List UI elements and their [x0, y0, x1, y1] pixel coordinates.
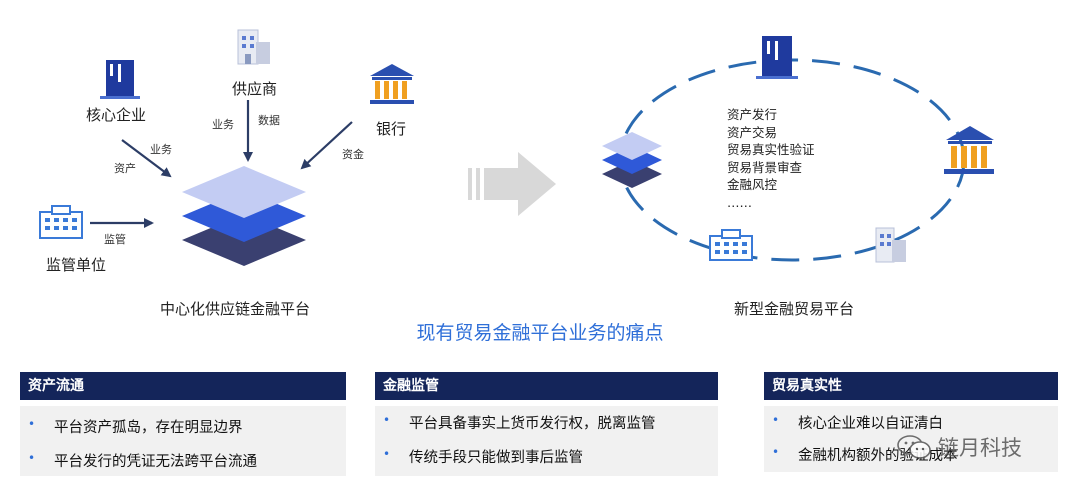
transition-arrow-icon	[468, 152, 556, 216]
panel-header-trade-authenticity: 贸易真实性	[764, 372, 1058, 400]
flow-label-business-supplier: 业务	[212, 118, 234, 131]
flow-label-business-core: 业务	[150, 143, 172, 156]
core-enterprise-building-icon	[100, 60, 140, 99]
wechat-icon	[897, 435, 931, 459]
right-diagram	[602, 36, 994, 263]
function-item: 资产发行	[727, 107, 778, 122]
watermark: 链月科技	[896, 430, 1046, 462]
arrow-core-to-platform	[121, 139, 172, 178]
flow-label-data-supplier: 数据	[258, 114, 280, 127]
function-item: 资产交易	[727, 124, 778, 140]
panel-body-trade-authenticity: •核心企业难以自证清白 •金融机构额外的验证成本	[764, 406, 1058, 472]
flow-label-supervision: 监管	[104, 233, 126, 246]
flow-label-assets-core: 资产	[114, 162, 136, 175]
ring-bank-icon	[944, 126, 994, 174]
flow-label-funds-bank: 资金	[342, 148, 364, 161]
function-item: ……	[727, 194, 752, 210]
right-platform-label: 新型金融贸易平台	[734, 300, 855, 318]
function-item: 金融风控	[727, 177, 778, 192]
platform-function-list: 资产发行 资产交易 贸易真实性验证 贸易背景审查 金融风控 ……	[727, 106, 815, 211]
function-item: 贸易真实性验证	[727, 142, 815, 157]
node-bank: 银行	[376, 120, 407, 138]
supplier-building-icon	[237, 29, 270, 65]
panel-header-financial-regulation: 金融监管	[375, 372, 718, 400]
ring-building-icon	[756, 36, 798, 79]
regulator-building-icon	[39, 205, 83, 239]
node-supplier: 供应商	[232, 80, 278, 98]
ring-supplier-building-icon	[875, 227, 906, 263]
panel-body-asset-circulation: •平台资产孤岛，存在明显边界 •平台发行的凭证无法跨平台流通	[20, 406, 346, 476]
platform-stack-icon	[182, 166, 306, 266]
node-core-enterprise: 核心企业	[86, 106, 147, 124]
arrow-bank-to-platform	[300, 121, 353, 170]
node-regulator: 监管单位	[46, 256, 107, 274]
bank-icon	[370, 64, 414, 104]
section-title: 现有贸易金融平台业务的痛点	[416, 322, 664, 344]
left-diagram	[39, 29, 414, 266]
panel-header-asset-circulation: 资产流通	[20, 372, 346, 400]
small-platform-stack-icon	[602, 132, 662, 188]
ring-regulator-building-icon	[709, 229, 753, 261]
watermark-text: 链月科技	[938, 436, 1022, 460]
function-item: 贸易背景审查	[727, 159, 803, 175]
left-platform-label: 中心化供应链金融平台	[160, 300, 311, 318]
panel-body-financial-regulation: •平台具备事实上货币发行权，脱离监管 •传统手段只能做到事后监管	[375, 406, 718, 476]
